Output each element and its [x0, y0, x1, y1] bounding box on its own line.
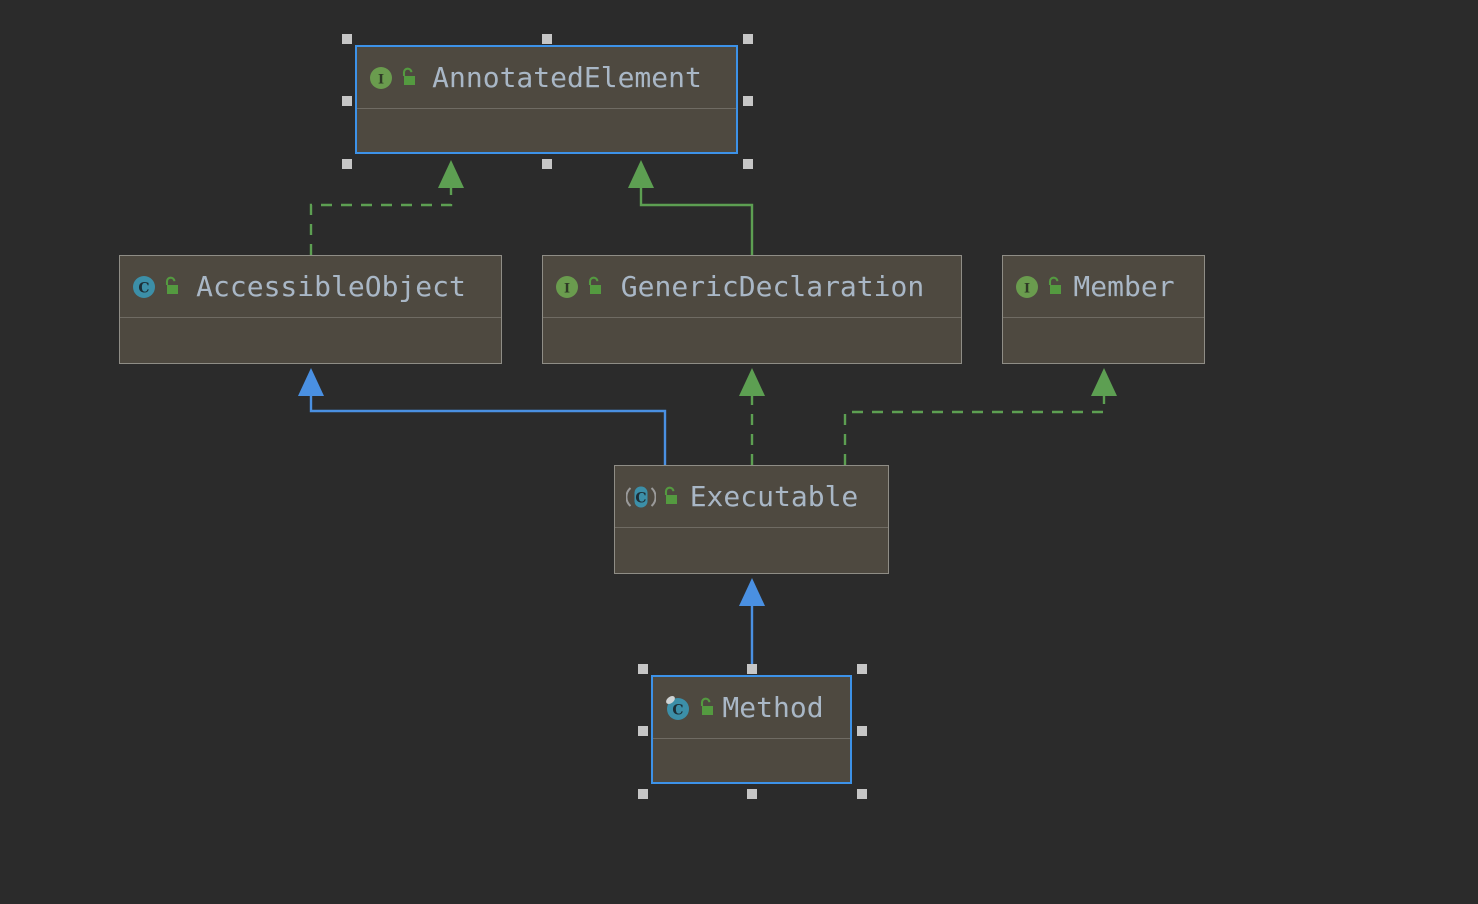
selection-handle-e[interactable] [743, 96, 753, 106]
uml-node-annotated-element[interactable]: I AnnotatedElement [355, 45, 738, 154]
svg-text:C: C [635, 490, 646, 506]
unlock-icon [588, 276, 601, 294]
selection-handle-ne[interactable] [743, 34, 753, 44]
abstract-class-icon: C [626, 486, 656, 507]
icon-group: C [626, 484, 680, 510]
uml-node-generic-declaration[interactable]: I GenericDeclaration [542, 255, 962, 364]
interface-icon: I [556, 275, 578, 298]
edge-executable-to-generic-declaration[interactable] [739, 368, 765, 465]
node-title: Method [722, 691, 824, 724]
interface-icon: I [370, 66, 392, 89]
selection-handle-sw[interactable] [638, 789, 648, 799]
node-header: C AccessibleObject [120, 256, 501, 318]
selection-handle-e[interactable] [857, 726, 867, 736]
svg-text:C: C [138, 280, 149, 296]
node-members-compartment [653, 739, 850, 782]
unlock-icon [700, 697, 713, 715]
node-members-compartment [120, 318, 501, 363]
svg-text:I: I [564, 281, 570, 296]
node-members-compartment [1003, 318, 1204, 363]
unlock-icon [402, 67, 415, 85]
node-title: AnnotatedElement [432, 61, 702, 94]
edge-generic-declaration-to-annotated-element[interactable] [628, 160, 754, 255]
selection-handle-nw[interactable] [342, 34, 352, 44]
selection-handle-sw[interactable] [342, 159, 352, 169]
svg-text:I: I [378, 72, 384, 87]
uml-node-accessible-object[interactable]: C AccessibleObject [119, 255, 502, 364]
uml-node-member[interactable]: I Member [1002, 255, 1205, 364]
uml-node-method[interactable]: C Method [651, 675, 852, 784]
selection-handle-ne[interactable] [857, 664, 867, 674]
svg-text:C: C [672, 702, 683, 718]
node-title: GenericDeclaration [620, 270, 925, 303]
unlock-icon [165, 276, 178, 294]
edge-executable-to-accessible-object[interactable] [298, 368, 667, 465]
node-header: I GenericDeclaration [543, 256, 961, 318]
unlock-icon [1048, 276, 1061, 294]
edge-method-to-executable[interactable] [739, 578, 765, 673]
svg-text:I: I [1024, 281, 1030, 296]
selection-handle-n[interactable] [542, 34, 552, 44]
node-members-compartment [357, 109, 736, 152]
final-class-icon: C [666, 695, 689, 720]
node-members-compartment [543, 318, 961, 363]
icon-group: C [131, 274, 181, 300]
icon-group: C [664, 694, 716, 722]
node-header: I AnnotatedElement [357, 47, 736, 109]
selection-handle-n[interactable] [747, 664, 757, 674]
node-title: Member [1073, 270, 1175, 303]
edge-executable-to-member[interactable] [843, 368, 1117, 465]
icon-group: I [554, 274, 604, 300]
icon-group: I [368, 65, 418, 91]
node-header: C Method [653, 677, 850, 739]
uml-node-executable[interactable]: C Executable [614, 465, 889, 574]
selection-handle-nw[interactable] [638, 664, 648, 674]
selection-handle-s[interactable] [542, 159, 552, 169]
selection-handle-se[interactable] [857, 789, 867, 799]
selection-handle-se[interactable] [743, 159, 753, 169]
node-header: C Executable [615, 466, 888, 528]
node-title: AccessibleObject [196, 270, 466, 303]
selection-handle-w[interactable] [638, 726, 648, 736]
node-title: Executable [689, 480, 859, 513]
selection-handle-w[interactable] [342, 96, 352, 106]
edge-accessible-object-to-annotated-element[interactable] [309, 160, 464, 255]
node-members-compartment [615, 528, 888, 573]
class-icon: C [133, 275, 155, 298]
selection-handle-s[interactable] [747, 789, 757, 799]
interface-icon: I [1016, 275, 1038, 298]
unlock-icon [664, 486, 677, 504]
node-header: I Member [1003, 256, 1204, 318]
icon-group: I [1014, 274, 1064, 300]
